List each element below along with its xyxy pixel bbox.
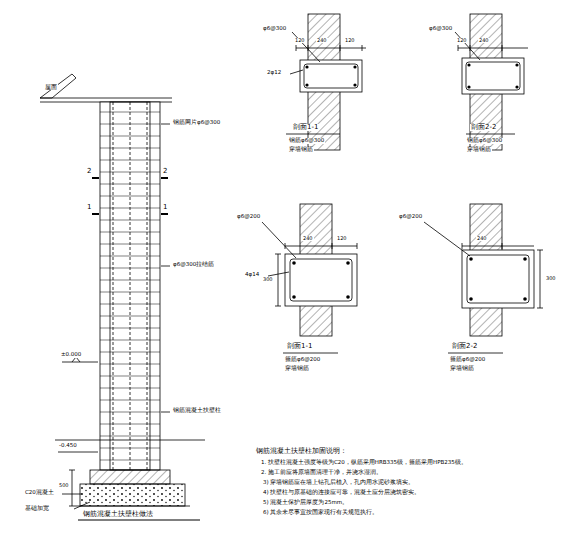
drawing-label: 240 <box>316 38 328 43</box>
drawing-label: 240 <box>302 236 314 241</box>
brick-course <box>100 136 160 137</box>
drawing-label: 2 <box>162 168 168 175</box>
drawing-label: 穿墙钢筋 <box>284 366 310 372</box>
note-text: 5) 混凝土保护层厚度为25mm。 <box>262 500 349 506</box>
drawing-label: 穿墙钢筋 <box>449 366 475 372</box>
drawing-label: 剖面1-1 <box>292 124 319 131</box>
drawing-label: φ6@200 <box>398 214 423 220</box>
drawing-label: 剖面2-2 <box>470 124 497 131</box>
drawing-label: 箍筋φ6@200 <box>284 357 321 363</box>
drawing-label: -0.450 <box>58 443 78 449</box>
drawing-label: 1 <box>162 204 168 211</box>
drawing-label: 240 <box>478 38 490 43</box>
drawing-label: 箍筋φ6@200 <box>449 357 486 363</box>
drawing-label: 钢筋混凝土扶壁柱做法 <box>82 511 154 518</box>
drawing-label: 2 <box>86 168 92 175</box>
drawing-label: 120 <box>456 38 468 43</box>
drawing-label: 钢筋混凝土扶壁柱 <box>172 408 222 414</box>
drawing-label: 2φ12 <box>266 70 282 76</box>
drawing-label: 钢筋φ6@300 <box>466 138 503 144</box>
drawing-label: 钢筋网片φ6@300 <box>172 120 221 126</box>
drawing-label: 240 <box>476 236 488 241</box>
brick-course <box>100 436 160 437</box>
drawing-label: φ6@300 <box>428 26 453 32</box>
drawing-label: 剖面2-2 <box>451 343 478 350</box>
drawing-label: ±0.000 <box>60 352 82 358</box>
note-text: 钢筋混凝土扶壁柱加固说明： <box>255 448 348 455</box>
drawing-label: 120 <box>344 38 356 43</box>
drawing-label: C20混凝土 <box>24 490 55 496</box>
drawing-label: 1 <box>86 204 92 211</box>
drawing-label: 剖面1-1 <box>286 343 313 350</box>
brick-course <box>100 376 160 377</box>
drawing-label: 500 <box>58 483 70 488</box>
drawing-label: 300 <box>262 277 274 282</box>
drawing-label: 120 <box>336 236 348 241</box>
brick-course <box>100 256 160 257</box>
brick-course <box>100 316 160 317</box>
drawing-label: 穿墙钢筋 <box>466 147 492 153</box>
note-text: 4) 扶壁柱与原基础的连接应可靠，混凝土应分层浇筑密实。 <box>262 490 421 496</box>
brick-course <box>100 196 160 197</box>
drawing-label: φ6@300拉结筋 <box>172 262 215 268</box>
drawing-label: 300 <box>545 276 557 281</box>
drawing-label: 钢筋φ6@300 <box>288 138 325 144</box>
drawing-label: 穿墙钢筋 <box>288 147 314 153</box>
note-text: 6) 其余未尽事宜按国家现行有关规范执行。 <box>262 510 379 516</box>
drawing-label: φ6@200 <box>236 214 261 220</box>
drawing-label: 4φ14 <box>244 272 260 278</box>
drawing-label: 120 <box>294 38 306 43</box>
note-text: 3) 穿墙钢筋应在墙上钻孔后植入，孔内用水泥砂浆填实。 <box>262 480 415 486</box>
note-text: 2. 施工前应将原墙面清理干净，并浇水湿润。 <box>260 470 383 476</box>
drawing-label: φ6@300 <box>262 26 287 32</box>
drawing-label: 屋面 <box>44 84 58 90</box>
drawing-label: 基础加宽 <box>24 506 50 512</box>
note-text: 1. 扶壁柱混凝土强度等级为C20，纵筋采用HRB335级，箍筋采用HPB235… <box>260 460 468 466</box>
